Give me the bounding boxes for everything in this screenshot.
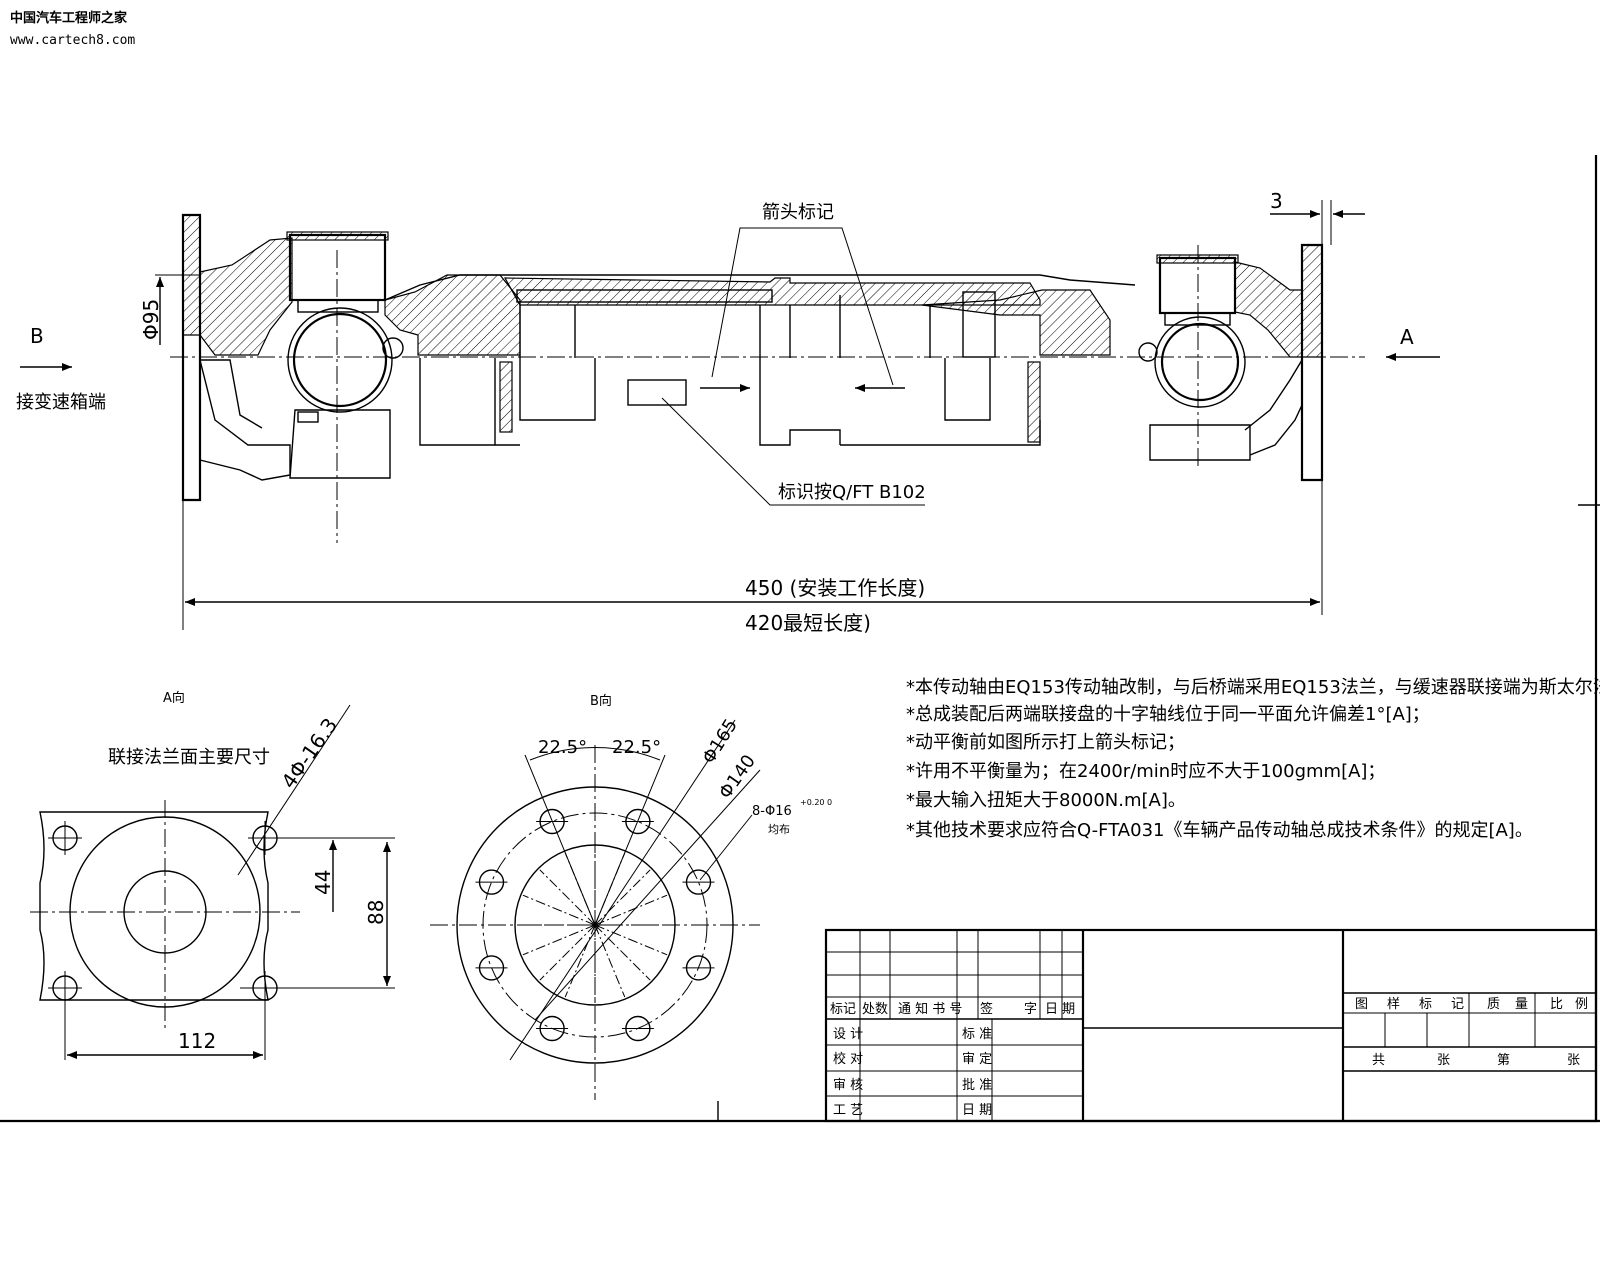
view-b-center-ray [539,869,596,926]
view-b-center-ray [594,894,668,926]
view-b-center-ray [594,869,651,926]
title-block-revision-grid [826,930,1083,1121]
watermark: 中国汽车工程师之家 www.cartech8.com [10,10,135,48]
arrow-mark-label: 箭头标记 [762,202,834,223]
view-b-flange: B向 22.5° 22.5° Φ165 Φ140 8-Φ16 +0.20 0 均… [430,693,832,1100]
tb-header-sign2: 字 [1024,1002,1037,1017]
left-end-label: 接变速箱端 [16,392,106,413]
tb-mass-2: 量 [1515,997,1528,1012]
note-6: *其他技术要求应符合Q-FTA031《车辆产品传动轴总成技术条件》的规定[A]。 [906,820,1533,841]
view-a-dim-112: 112 [178,1029,216,1053]
id-label: 标识按Q/FT B102 [778,482,926,503]
tb-drawing-mark-3: 标 [1419,997,1432,1012]
left-cross-journal [292,312,388,408]
tb-check: 校 对 [833,1051,863,1067]
tb-sheet-num: 第 [1497,1053,1510,1068]
note-2: *总成装配后两端联接盘的十字轴线位于同一平面允许偏差1°[A]； [906,704,1430,725]
right-yoke-section [1234,244,1323,358]
view-b-center-ray [594,924,651,981]
view-a-letter: A [1400,325,1414,349]
tb-mass-1: 质 [1487,997,1500,1012]
note-5: *最大输入扭矩大于8000N.m[A]。 [906,790,1186,811]
view-b-center-ray [594,924,626,998]
tb-audit: 审 核 [833,1078,863,1093]
tb-review: 审 定 [962,1052,992,1067]
view-a-title: A向 [163,690,185,706]
note-3: *动平衡前如图所示打上箭头标记； [906,732,1185,753]
technical-notes: *本传动轴由EQ153传动轴改制，与后桥端采用EQ153法兰，与缓速器联接端为斯… [906,677,1600,841]
right-tube-section [921,289,1111,356]
dim-3: 3 [1270,189,1283,213]
view-a-dim-88: 88 [364,900,388,925]
watermark-url: www.cartech8.com [10,33,135,48]
main-shaft-view: 箭头标记 标识按Q/FT B102 B 接变速箱端 A Φ95 3 450 (安… [16,189,1440,635]
view-b-center-ray [522,894,596,926]
view-a-flange-outline [39,811,269,1001]
tb-header-sign: 签 [980,1001,993,1017]
tb-header-date: 日 期 [1045,1002,1075,1017]
tb-sheet-unit-2: 张 [1567,1053,1580,1068]
left-slip-yoke-section [384,274,521,356]
tb-drawing-mark-1: 图 [1355,997,1368,1012]
dim-dia95: Φ95 [139,299,163,340]
watermark-site-name: 中国汽车工程师之家 [10,10,128,26]
tb-sheet-unit-1: 张 [1437,1053,1450,1068]
title-block-right-grid [1343,992,1596,1072]
tb-sheet-total: 共 [1372,1053,1385,1068]
view-b-dia165-leader [509,719,736,1061]
id-marking-box [627,379,687,406]
view-a-flange: A向 联接法兰面主要尺寸 4Φ-16.3 44 88 112 [30,690,395,1060]
view-b-center-ray [594,924,668,956]
note-1: *本传动轴由EQ153传动轴改制，与后桥端采用EQ153法兰，与缓速器联接端为斯… [906,677,1600,698]
tb-drawing-mark-2: 样 [1387,997,1400,1012]
tb-date: 日 期 [962,1103,992,1118]
view-b-bolt-holes [475,808,715,1042]
view-b-dia140-leader [534,769,761,1021]
view-b-angle-right: 22.5° [612,737,661,758]
dim-420: 420最短长度) [745,611,871,635]
tb-header-count: 处数 [862,1002,888,1017]
id-label-leader [661,397,925,506]
tb-design: 设 计 [833,1027,863,1042]
tb-approve: 批 准 [962,1078,992,1093]
view-a-dim-holes: 4Φ-16.3 [276,713,342,792]
tb-header-notice: 通 知 书 号 [898,1001,962,1017]
view-b-dim-holes: 8-Φ16 [752,804,792,819]
view-b-center-ray [539,924,596,981]
view-b-angle-left: 22.5° [538,737,587,758]
view-a-dim-44: 44 [311,870,335,895]
tb-process: 工 艺 [833,1103,863,1118]
view-b-letter: B [30,324,44,348]
right-cross-journal [1160,322,1240,402]
view-a-subtitle: 联接法兰面主要尺寸 [108,747,270,768]
dim-450: 450 (安装工作长度) [745,576,925,600]
left-yoke-section [182,214,293,356]
view-b-dim-holes-note: 均布 [768,823,790,836]
view-b-center-ray [522,924,596,956]
title-block: 标记 处数 通 知 书 号 签 字 日 期 设 计 标 准 校 对 审 定 审 … [824,928,1598,1123]
tb-drawing-mark-4: 记 [1451,997,1464,1012]
view-b-center-ray [564,924,596,998]
view-b-dim-holes-tol: +0.20 0 [800,798,832,807]
tb-standard: 标 准 [962,1027,992,1042]
note-4: *许用不平衡量为；在2400r/min时应不大于100gmm[A]； [906,761,1385,782]
view-b-title: B向 [590,693,612,709]
tb-scale-2: 例 [1575,997,1588,1012]
tb-header-mark: 标记 [830,1002,856,1017]
arrow-mark-leader [711,227,894,386]
tb-scale-1: 比 [1550,997,1563,1012]
